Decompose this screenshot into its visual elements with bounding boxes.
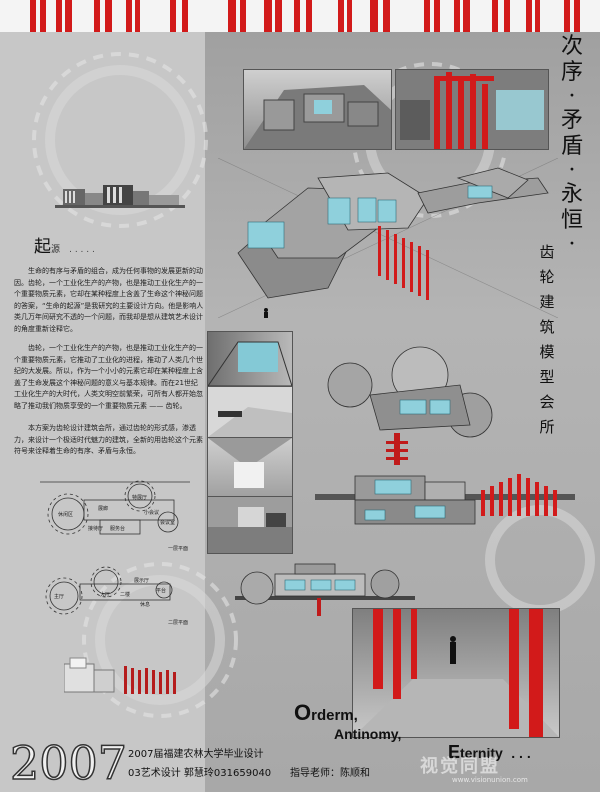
watermark-cn: 视觉同盟 <box>420 756 500 777</box>
title-char: 盾 <box>560 134 583 159</box>
english-w2: Antinomy <box>334 726 398 742</box>
plan1-label: 接待厅 <box>88 525 103 532</box>
interior-photo-4 <box>207 496 293 554</box>
footer-advisor: 指导老师：陈顺和 <box>290 768 370 779</box>
subtitle-char: 建 <box>539 293 555 311</box>
floor-plan-1: 展廊 特展厅 休闲区 会议室 服务台 小会议 接待厅 一层平面 <box>40 480 190 552</box>
title-char: · <box>568 84 576 109</box>
subtitle-char: 会 <box>539 393 555 411</box>
elevation-render <box>315 474 575 525</box>
plan2-label: 二楼 <box>120 591 130 598</box>
plan2-label: 主厅 <box>54 593 64 600</box>
main-model-render <box>218 158 558 318</box>
title-char: 恒 <box>560 208 583 233</box>
english-word-3: Eternity . . . <box>448 742 531 763</box>
english-w3-rest: ternity <box>460 745 503 761</box>
english-c2: , <box>397 726 402 742</box>
plan2-label: 平台 <box>156 587 166 594</box>
english-word-1: Orderm, <box>294 700 358 726</box>
subtitle-char: 轮 <box>539 268 555 286</box>
plan1-label: 服务台 <box>110 525 125 532</box>
render-photo-1 <box>243 69 392 150</box>
plan2-label: 大厅 <box>100 591 110 598</box>
floor-plan-2: 大厅 主厅 二楼 展示厅 平台 休息 二层平面 <box>45 566 188 626</box>
footer-student: 03艺术设计 郭慧玲031659040 <box>128 768 272 779</box>
english-w3-first: E <box>448 742 461 762</box>
top-stripe-band <box>0 0 600 32</box>
plan1-caption: 一层平面 <box>168 546 188 552</box>
plan2-caption: 二层平面 <box>168 620 188 626</box>
section-heading: 起源 . . . . . <box>34 232 95 257</box>
title-column-1: 次序·矛盾·永恒· <box>552 34 592 256</box>
english-w1-first: O <box>294 700 312 725</box>
plan2-label: 休息 <box>140 601 150 608</box>
paragraph-1: 生命的有序与矛盾的组合，成为任何事物的发展更新的动因。齿轮，一个工业化生产的产物… <box>14 267 204 333</box>
watermark-url: www.visionunion.com <box>452 776 528 784</box>
subtitle-char: 模 <box>539 343 555 361</box>
plan1-label: 会议室 <box>160 519 175 526</box>
gear-model-render <box>327 346 493 465</box>
title-char: 次 <box>560 34 583 59</box>
title-char: · <box>568 158 576 183</box>
heading-char: 起 <box>34 237 51 257</box>
title-char: 矛 <box>560 108 583 133</box>
title-char: 永 <box>560 182 583 207</box>
footer-school: 2007届福建农林大学毕业设计 <box>128 749 264 760</box>
english-word-2: Antinomy, <box>334 726 401 742</box>
english-dots: . . . <box>511 745 531 761</box>
english-c1: , <box>353 707 358 724</box>
plan1-label: 休闲区 <box>58 511 73 518</box>
plan1-label: 小会议 <box>144 509 159 516</box>
title-column-2: 齿轮建筑模型会所 <box>531 240 563 440</box>
subtitle-char: 筑 <box>539 318 555 336</box>
paragraph-2: 齿轮，一个工业化生产的产物，也是推动工业化生产的一个重要物质元素，它推动了工业化… <box>14 344 203 410</box>
subtitle-char: 齿 <box>539 243 555 261</box>
title-char: 序 <box>560 60 583 85</box>
interior-photo-3 <box>207 437 293 497</box>
subtitle-char: 所 <box>539 418 555 436</box>
model-thumbnail <box>64 657 176 694</box>
subtitle-char: 型 <box>539 368 555 386</box>
english-w1-rest: rderm <box>311 707 354 724</box>
plan1-label: 特展厅 <box>132 494 147 501</box>
red-column-photo <box>352 608 560 738</box>
paragraph-3: 本方案为齿轮设计建筑会所，通过齿轮的形式感，渗透力，来设计一个极适时代魅力的建筑… <box>14 424 203 456</box>
heading-dots: . . . . . <box>69 245 95 255</box>
render-photo-2 <box>395 69 549 150</box>
plan1-label: 展廊 <box>98 505 108 512</box>
interior-photo-2 <box>207 386 293 438</box>
footer-year: 2007 <box>9 736 128 790</box>
elevation-thumbnail <box>55 185 185 208</box>
heading-small: 源 <box>51 245 61 255</box>
lower-model-render <box>235 563 415 616</box>
interior-photo-1 <box>207 331 293 387</box>
title-char: · <box>568 232 576 257</box>
plan2-label: 展示厅 <box>134 578 149 584</box>
